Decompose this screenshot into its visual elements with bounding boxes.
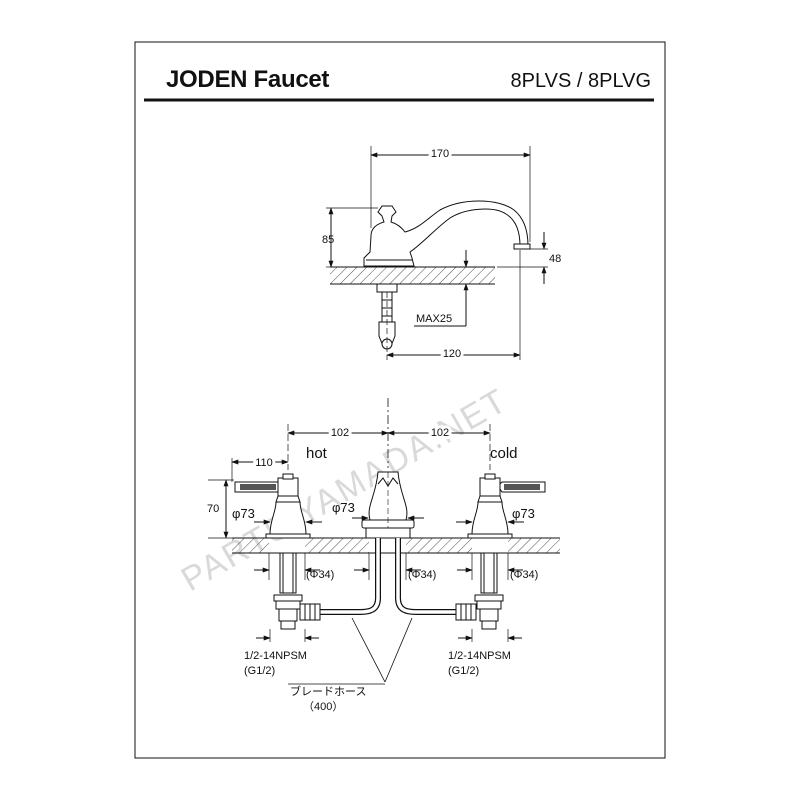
front-view	[208, 398, 560, 685]
thread-left-alt: (G1/2)	[244, 665, 275, 677]
dim-length-170: 170	[431, 148, 449, 160]
center-spout	[361, 471, 415, 539]
dim-left-spacing: 102	[331, 427, 349, 439]
dim-reach-120: 120	[443, 348, 461, 360]
front-countertop-left	[232, 538, 269, 553]
side-shank	[376, 283, 398, 293]
hot-handle	[234, 473, 311, 539]
model-number: 8PLVS / 8PLVG	[510, 70, 651, 92]
side-faucet-body	[363, 200, 529, 267]
dia-right-base: φ73	[512, 506, 535, 521]
drawing-title: JODEN Faucet	[166, 66, 330, 93]
front-countertop-right	[508, 538, 560, 553]
hole-right: (Φ34)	[510, 569, 538, 581]
side-view	[326, 146, 548, 360]
dia-center-base: φ73	[332, 500, 355, 515]
dim-spout-48: 48	[549, 253, 561, 265]
hole-center: (Φ34)	[408, 569, 436, 581]
thread-right-alt: (G1/2)	[448, 665, 479, 677]
dim-height-85: 85	[322, 234, 334, 246]
cold-shank	[474, 552, 504, 630]
drawing-frame	[134, 41, 666, 759]
dim-handle-height: 70	[207, 503, 219, 515]
hole-left: (Φ34)	[306, 569, 334, 581]
dim-max-thickness: MAX25	[416, 313, 452, 325]
thread-right: 1/2-14NPSM	[448, 650, 511, 662]
label-cold: cold	[490, 445, 518, 462]
hose-label: ブレードホース	[290, 684, 366, 698]
cold-handle	[467, 473, 546, 539]
braided-hoses	[299, 538, 477, 621]
label-hot: hot	[306, 445, 328, 462]
dim-right-spacing: 102	[431, 427, 449, 439]
dia-left-base: φ73	[232, 506, 255, 521]
dim-handle-reach: 110	[255, 457, 273, 469]
thread-left: 1/2-14NPSM	[244, 650, 307, 662]
side-countertop	[330, 267, 495, 284]
hose-length: （400）	[303, 700, 343, 713]
hot-shank	[273, 552, 303, 630]
